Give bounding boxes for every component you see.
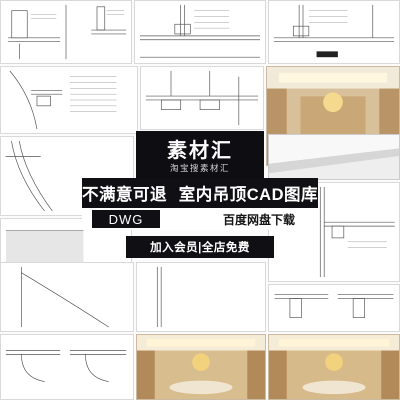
cad-detail-thumb-12 xyxy=(0,334,134,400)
refund-text: 不满意可退 xyxy=(82,186,167,204)
cad-detail-thumb-2 xyxy=(134,0,266,64)
ceiling-render-photo-4 xyxy=(268,334,400,400)
cad-drawing xyxy=(274,294,394,318)
store-logo: 素材汇 淘宝搜素材汇 xyxy=(136,131,264,181)
cad-drawing xyxy=(156,266,162,328)
title-banner: 不满意可退 室内吊顶CAD图库 xyxy=(82,178,318,208)
logo-subtitle: 淘宝搜素材汇 xyxy=(169,163,230,174)
logo-title: 素材汇 xyxy=(167,137,233,162)
cad-drawing xyxy=(145,70,259,126)
download-label: 百度网盘下载 xyxy=(222,212,295,227)
cad-drawing xyxy=(5,350,127,382)
cad-detail-thumb-5 xyxy=(140,66,264,130)
cad-detail-thumb-9 xyxy=(0,262,134,332)
cad-drawing xyxy=(9,70,117,130)
format-badge: DWG xyxy=(92,210,160,228)
cad-drawing xyxy=(319,186,395,278)
product-title: 室内吊顶CAD图库 xyxy=(178,186,318,204)
cad-detail-thumb-4 xyxy=(0,66,138,134)
cad-drawing xyxy=(21,266,109,328)
interior-photo xyxy=(269,135,399,179)
cad-detail-thumb-10 xyxy=(136,262,266,332)
ceiling-render-photo-3 xyxy=(136,334,266,400)
cad-detail-thumb-1 xyxy=(0,0,132,64)
member-button[interactable]: 加入会员|全店免费 xyxy=(126,236,274,258)
cad-drawing xyxy=(5,140,53,212)
cad-drawing xyxy=(7,4,127,60)
interior-photo xyxy=(269,335,399,399)
interior-photo xyxy=(137,335,265,399)
ceiling-render-photo-2 xyxy=(268,134,400,180)
cad-drawing xyxy=(139,4,261,58)
cad-detail-thumb-3 xyxy=(268,0,400,64)
cad-detail-thumb-11 xyxy=(268,284,400,332)
cad-drawing xyxy=(273,4,395,58)
